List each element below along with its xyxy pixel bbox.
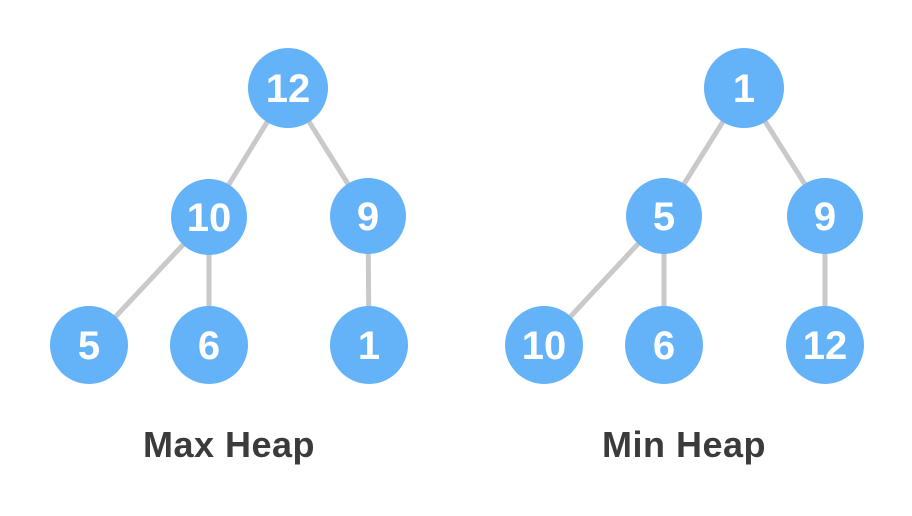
node-value: 9 bbox=[357, 195, 379, 239]
node-max-heap-ll: 5 bbox=[50, 306, 128, 384]
node-min-heap-root: 1 bbox=[704, 48, 784, 128]
node-circle bbox=[330, 178, 406, 254]
node-circle bbox=[330, 306, 408, 384]
node-circle bbox=[505, 306, 583, 384]
node-max-heap-rl: 1 bbox=[330, 306, 408, 384]
node-min-heap-l: 5 bbox=[626, 178, 702, 254]
node-circle bbox=[704, 48, 784, 128]
node-value: 12 bbox=[803, 324, 848, 368]
max-heap-label: Max Heap bbox=[142, 424, 316, 465]
node-value: 5 bbox=[653, 195, 675, 239]
node-value: 10 bbox=[522, 324, 567, 368]
node-max-heap-root: 12 bbox=[248, 48, 328, 128]
node-value: 1 bbox=[733, 67, 755, 111]
node-min-heap-rl: 12 bbox=[786, 306, 864, 384]
node-min-heap-lr: 6 bbox=[625, 306, 703, 384]
node-circle bbox=[786, 306, 864, 384]
node-min-heap-ll: 10 bbox=[505, 306, 583, 384]
node-circle bbox=[626, 178, 702, 254]
node-value: 5 bbox=[78, 324, 100, 368]
node-value: 10 bbox=[187, 196, 232, 240]
node-max-heap-r: 9 bbox=[330, 178, 406, 254]
node-circle bbox=[171, 179, 247, 255]
node-circle bbox=[170, 306, 248, 384]
node-value: 6 bbox=[653, 324, 675, 368]
node-max-heap-l: 10 bbox=[171, 179, 247, 255]
node-value: 6 bbox=[198, 324, 220, 368]
node-circle bbox=[787, 178, 863, 254]
min-heap-label: Min Heap bbox=[601, 424, 766, 465]
node-circle bbox=[50, 306, 128, 384]
node-min-heap-r: 9 bbox=[787, 178, 863, 254]
node-value: 9 bbox=[814, 195, 836, 239]
node-value: 12 bbox=[266, 67, 311, 111]
node-value: 1 bbox=[358, 324, 380, 368]
node-circle bbox=[625, 306, 703, 384]
node-circle bbox=[248, 48, 328, 128]
node-max-heap-lr: 6 bbox=[170, 306, 248, 384]
